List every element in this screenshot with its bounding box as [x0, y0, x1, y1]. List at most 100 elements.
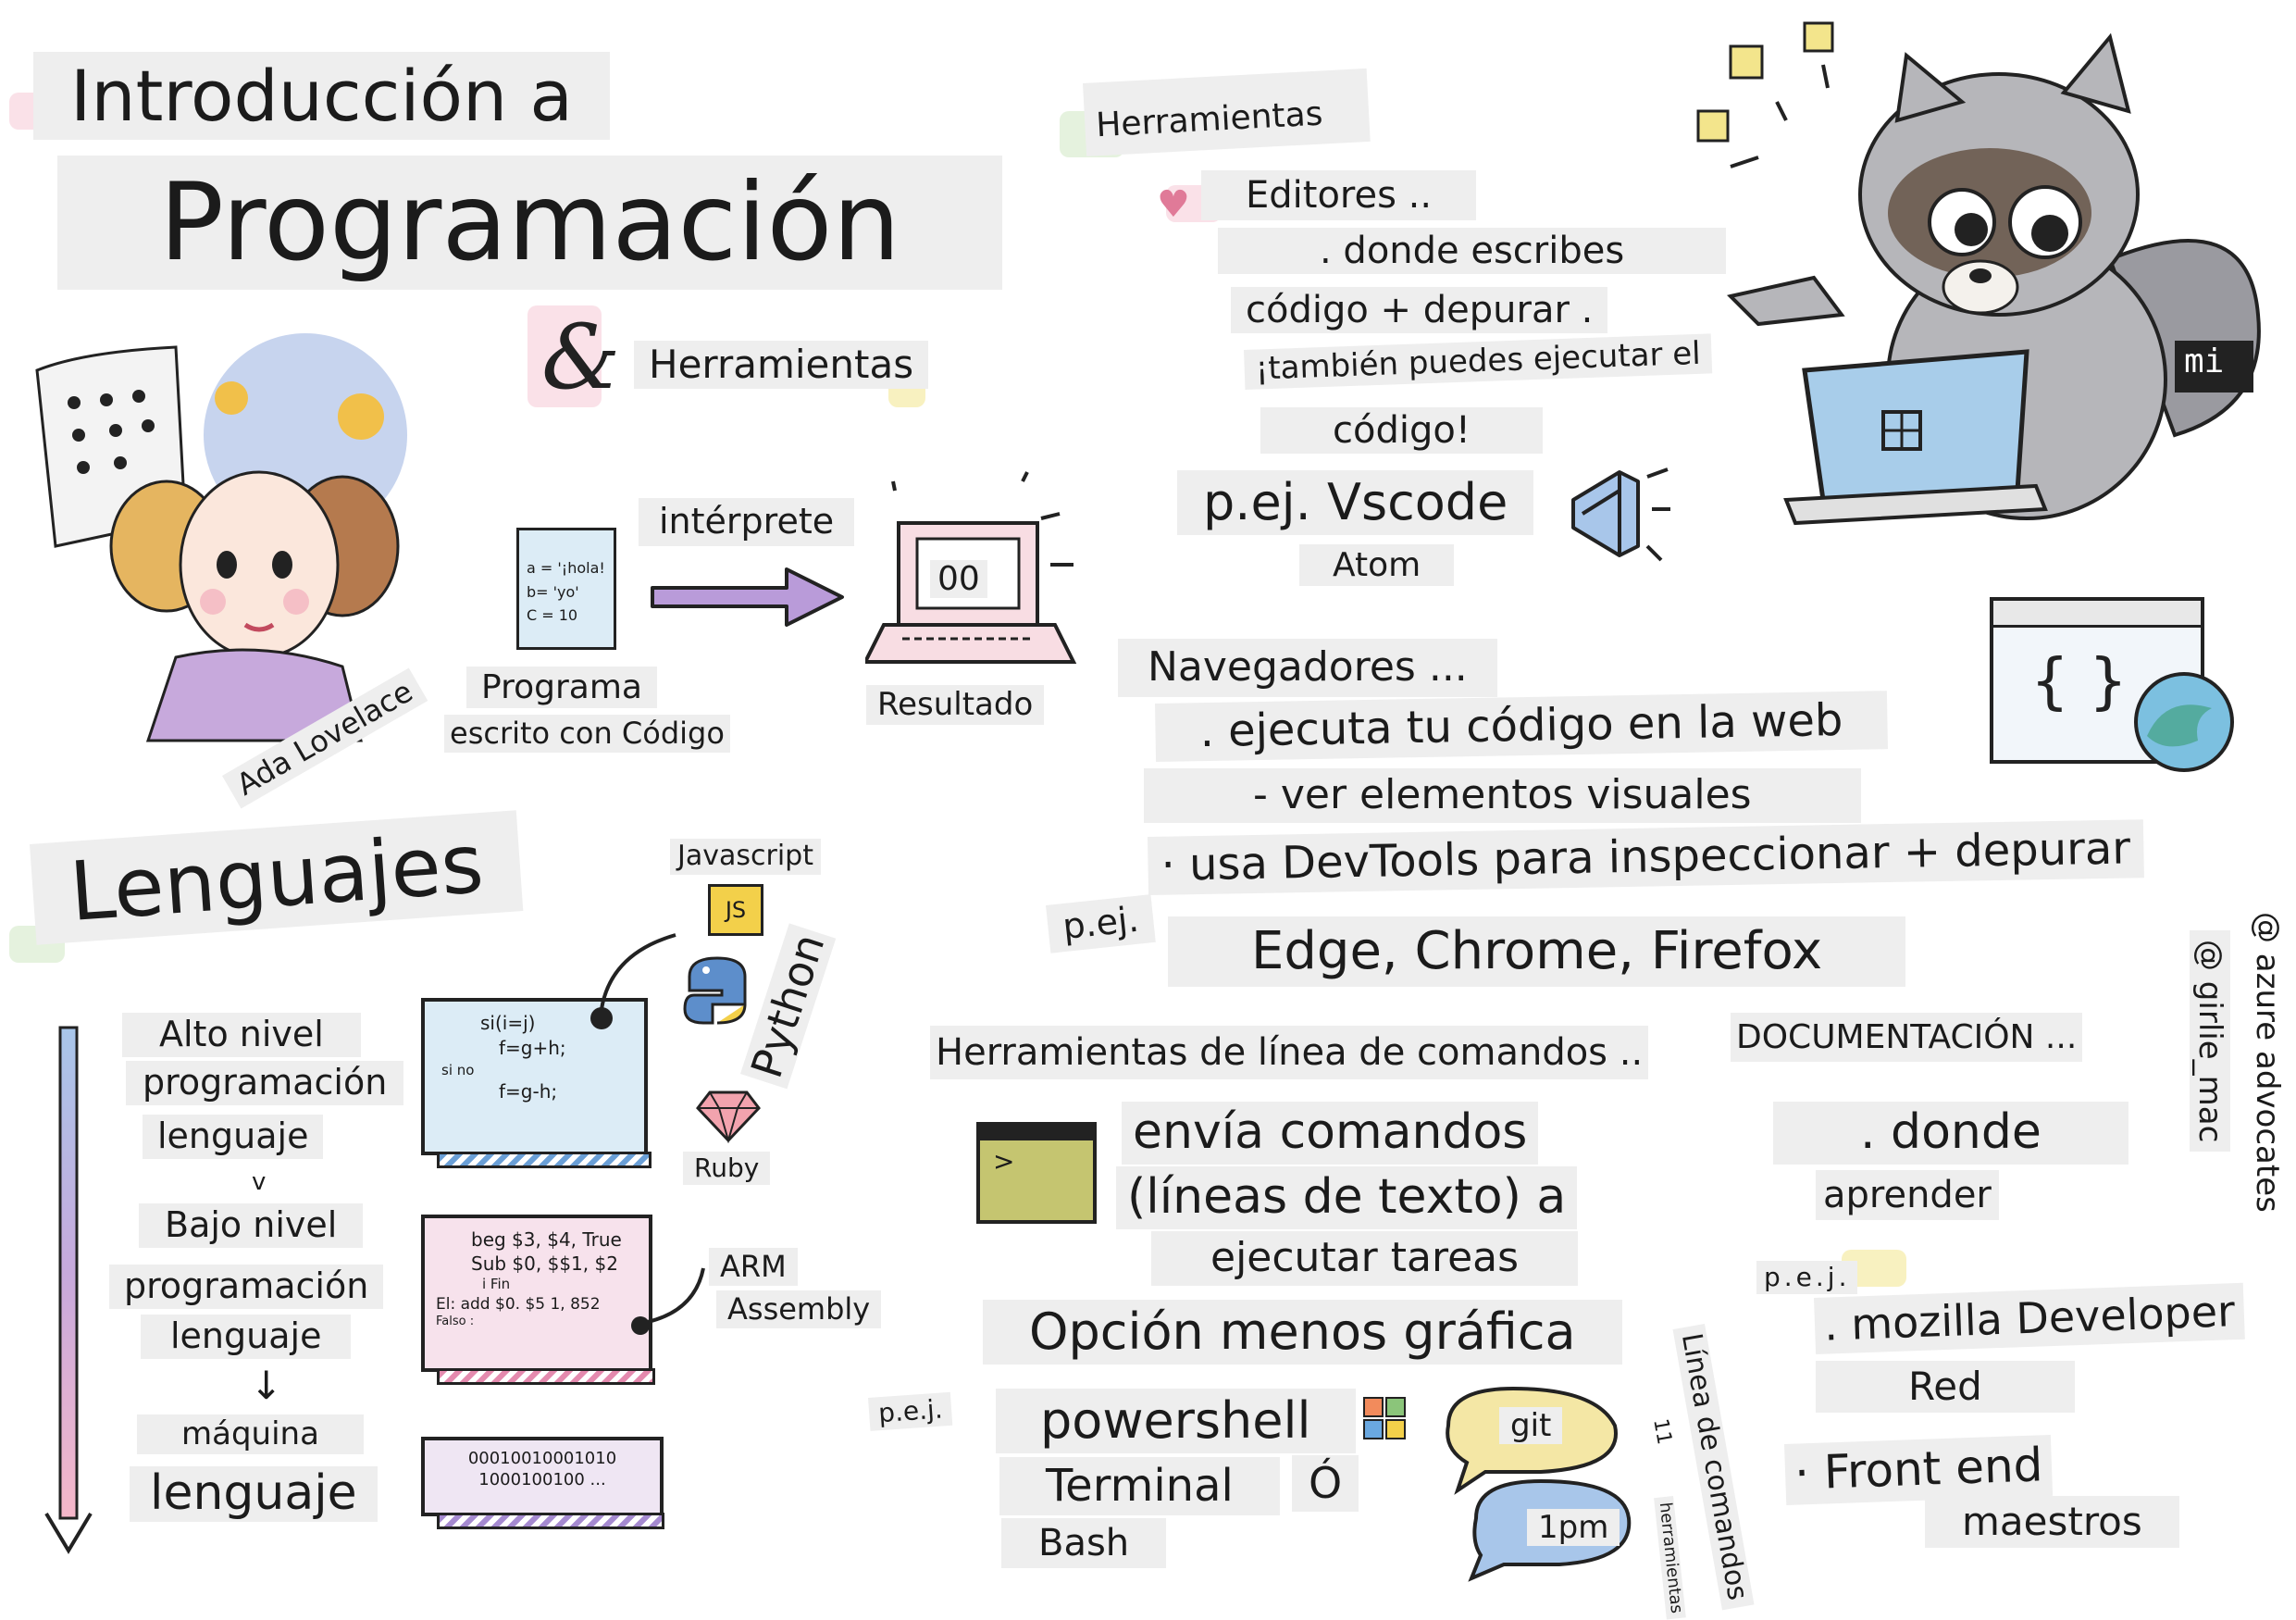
highlight-blob — [527, 305, 602, 407]
editors-desc-2: código + depurar . — [1231, 287, 1608, 333]
machine-code-card: 00010010001010 1000100100 ... — [421, 1437, 664, 1516]
editor-example-vscode: p.ej. Vscode — [1177, 470, 1534, 536]
cli-option: Opción menos gráfica — [983, 1300, 1622, 1365]
cli-example-or: Ó — [1292, 1455, 1359, 1512]
result-label: Resultado — [866, 685, 1045, 726]
docs-heading: DOCUMENTACIÓN ... — [1731, 1013, 2083, 1063]
docs-item-frontend: · Front end — [1784, 1434, 2054, 1505]
low-level-1: Bajo nivel — [139, 1203, 364, 1248]
card-shadow — [437, 1152, 652, 1168]
interpreter-arrow — [651, 567, 844, 627]
cli-example-powershell: powershell — [996, 1389, 1356, 1454]
vscode-logo-icon — [1571, 467, 1670, 562]
edge-logo-icon — [2134, 672, 2234, 772]
bubble-1pm: 1pm — [1527, 1509, 1620, 1546]
code-line: si(i=j) — [480, 1012, 536, 1034]
program-label: Programa — [466, 667, 657, 709]
code-line: i Fin — [482, 1276, 511, 1292]
cli-vertical-label: Línea de comandos — [1673, 1324, 1755, 1611]
code-line: Falso : — [436, 1314, 475, 1328]
high-level-3: lenguaje — [143, 1115, 324, 1159]
docs-item-mdn: . mozilla Developer — [1814, 1282, 2245, 1354]
editors-desc-4: código! — [1260, 407, 1543, 454]
browsers-pej: p.ej. — [1046, 894, 1156, 953]
arm-label-2: Assembly — [716, 1290, 882, 1328]
credit-azure-advocates: @ azure advocates — [2249, 912, 2286, 1213]
code-file-icon: a = '¡hola! b= 'yo' C = 10 — [516, 528, 616, 650]
credit-girlie-mac: @ girlie_mac — [2190, 930, 2230, 1153]
languages-title: Lenguajes — [30, 810, 524, 945]
heart-check-icon: ♥ — [1157, 183, 1190, 226]
terminal-window-icon: > — [976, 1122, 1097, 1224]
editors-desc-3: ¡también puedes ejecutar el — [1244, 333, 1713, 391]
bubble-mark: 11 — [1648, 1416, 1676, 1447]
code-line: f=g+h; — [499, 1037, 566, 1059]
python-label: Python — [740, 922, 837, 1090]
program-sublabel: escrito con Código — [444, 715, 730, 753]
code-line: 00010010001010 — [467, 1449, 617, 1468]
mascot-badge: mi — [2184, 343, 2225, 380]
ada-lovelace-portrait — [35, 333, 407, 742]
low-level-3: lenguaje — [141, 1315, 352, 1359]
high-level-2: programación — [126, 1061, 404, 1105]
subtitle: Herramientas — [634, 341, 929, 390]
tools-title: Herramientas — [1083, 68, 1371, 157]
editors-heading: Editores .. — [1201, 170, 1477, 220]
curly-braces-icon: { } — [2030, 645, 2128, 717]
docs-desc-2: aprender — [1816, 1170, 1999, 1220]
cli-vertical-sublabel: herramientas — [1654, 1496, 1686, 1620]
cli-heading: Herramientas de línea de comandos .. — [930, 1026, 1649, 1079]
screen-output: 00 — [930, 560, 987, 598]
code-line: El: add $0. $5 1, 852 — [436, 1294, 601, 1314]
python-logo-icon — [683, 956, 747, 1025]
interpreter-label: intérprete — [639, 498, 855, 546]
raccoon-mascot-illustration — [1696, 21, 2261, 526]
code-line: C = 10 — [527, 606, 578, 625]
code-line: si no — [441, 1062, 475, 1078]
connector-lines — [590, 933, 705, 1335]
docs-item-frontend-2: maestros — [1925, 1496, 2179, 1549]
browsers-desc-1: . ejecuta tu código en la web — [1155, 691, 1888, 763]
card-shadow — [437, 1513, 664, 1529]
arm-label-1: ARM — [709, 1248, 798, 1286]
browsers-example: Edge, Chrome, Firefox — [1168, 916, 1906, 988]
code-line: f=g-h; — [499, 1080, 558, 1103]
code-line: Sub $0, $$1, $2 — [471, 1252, 618, 1275]
ruby-label: Ruby — [683, 1152, 771, 1186]
high-level-1: Alto nivel — [122, 1013, 361, 1057]
javascript-badge-icon: JS — [708, 884, 763, 936]
cli-example-bash: Bash — [1001, 1518, 1167, 1568]
cli-pej: p.e.j. — [868, 1391, 953, 1432]
versus-mark: v — [252, 1168, 267, 1196]
docs-desc-1: . donde — [1773, 1102, 2128, 1165]
down-arrow-icon: ↓ — [250, 1363, 283, 1408]
terminal-prompt: > — [993, 1146, 1015, 1177]
cli-desc-2: (líneas de texto) a — [1116, 1166, 1578, 1229]
docs-item-mdn-2: Red — [1816, 1361, 2075, 1414]
cli-desc-3: ejecutar tareas — [1151, 1231, 1579, 1286]
editors-desc-1: . donde escribes — [1218, 228, 1727, 274]
cli-example-terminal: Terminal — [999, 1457, 1280, 1516]
title-line-2: Programación — [57, 156, 1003, 291]
docs-pej: p.e.j. — [1756, 1261, 1858, 1295]
windows-logo-icon — [1363, 1397, 1406, 1439]
code-line: b= 'yo' — [527, 582, 579, 601]
machine-language-2: lenguaje — [130, 1465, 378, 1522]
ampersand-icon: & — [541, 305, 621, 409]
browsers-heading: Navegadores ... — [1118, 639, 1497, 697]
javascript-label: Javascript — [670, 839, 821, 875]
card-shadow — [437, 1368, 655, 1385]
code-line: 1000100100 ... — [478, 1470, 606, 1490]
low-level-2: programación — [109, 1265, 384, 1309]
cli-desc-1: envía comandos — [1122, 1102, 1539, 1165]
bubble-git: git — [1499, 1407, 1563, 1444]
code-line: beg $3, $4, True — [471, 1228, 622, 1251]
code-line: a = '¡hola! — [527, 559, 605, 577]
browsers-desc-3: · usa DevTools para inspeccionar + depur… — [1148, 819, 2144, 896]
machine-language-1: máquina — [137, 1414, 364, 1455]
editor-example-atom: Atom — [1299, 544, 1455, 587]
level-gradient-arrow — [44, 1026, 93, 1554]
title-line-1: Introducción a — [33, 52, 610, 141]
ruby-gem-icon — [696, 1090, 761, 1143]
browsers-desc-2: - ver elementos visuales — [1144, 768, 1861, 823]
